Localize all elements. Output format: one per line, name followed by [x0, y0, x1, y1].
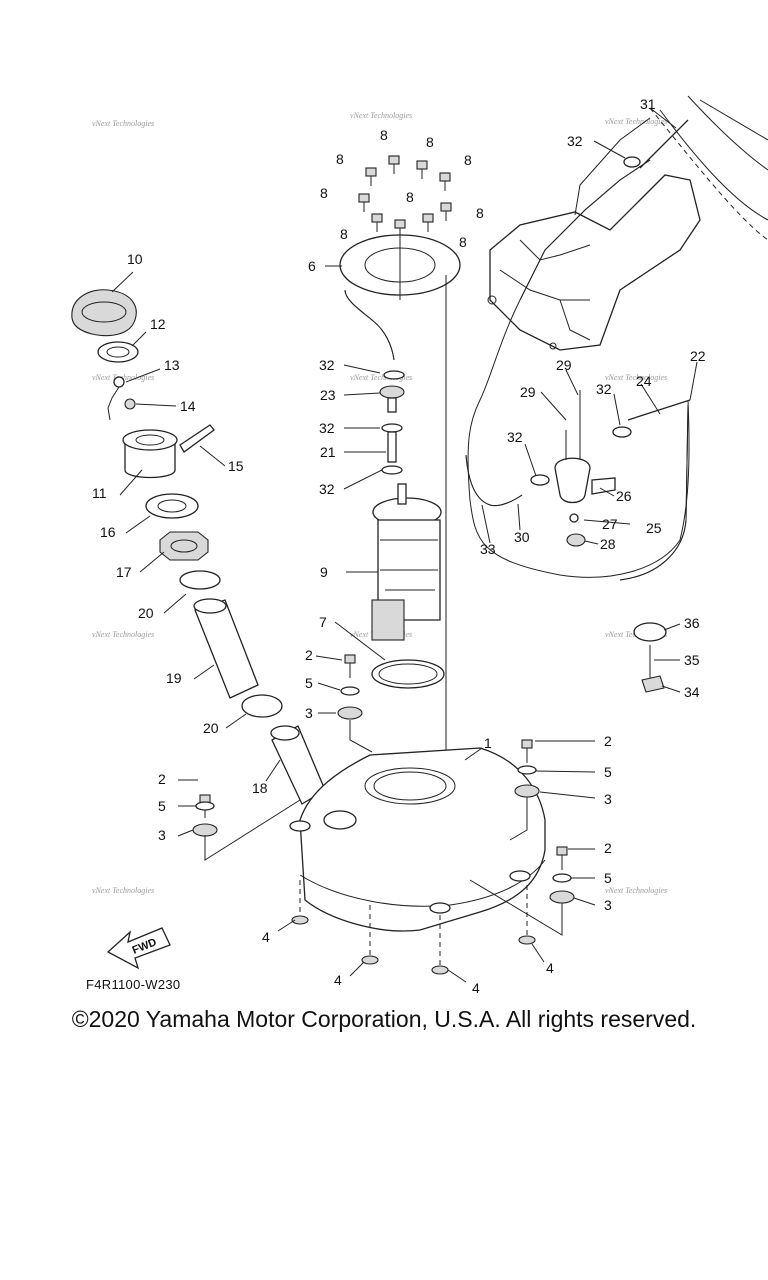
callout-3: 3 — [604, 897, 612, 913]
callout-2: 2 — [604, 840, 612, 856]
callout-32: 32 — [319, 357, 335, 373]
watermark: vNext Technologies — [92, 886, 154, 895]
callout-1: 1 — [484, 735, 492, 751]
fuel-pump-stack — [344, 275, 447, 880]
fuel-cap-assembly — [71, 289, 326, 805]
callout-2: 2 — [604, 733, 612, 749]
callout-33: 33 — [480, 541, 496, 557]
callout-15: 15 — [228, 458, 244, 474]
callout-7: 7 — [319, 614, 327, 630]
callout-14: 14 — [180, 398, 196, 414]
callout-11: 11 — [92, 485, 107, 501]
watermark: vNext Technologies — [92, 373, 154, 382]
callout-32: 32 — [567, 133, 583, 149]
callout-2: 2 — [305, 647, 313, 663]
callout-21: 21 — [320, 444, 336, 460]
callout-32: 32 — [319, 420, 335, 436]
callout-8: 8 — [320, 185, 328, 201]
callout-25: 25 — [646, 520, 662, 536]
fuel-tank — [289, 747, 546, 965]
callout-18: 18 — [252, 780, 268, 796]
callout-2: 2 — [158, 771, 166, 787]
copyright-notice: ©2020 Yamaha Motor Corporation, U.S.A. A… — [71, 1006, 697, 1032]
callout-34: 34 — [684, 684, 700, 700]
callout-3: 3 — [158, 827, 166, 843]
callout-4: 4 — [334, 972, 342, 988]
hull-section — [487, 95, 768, 351]
diagram-code: F4R1100-W230 — [86, 977, 180, 992]
callout-8: 8 — [464, 152, 472, 168]
callout-5: 5 — [158, 798, 166, 814]
callout-29: 29 — [556, 357, 572, 373]
callout-30: 30 — [514, 529, 530, 545]
callout-4: 4 — [472, 980, 480, 996]
callout-8: 8 — [340, 226, 348, 242]
callout-5: 5 — [604, 870, 612, 886]
callout-3: 3 — [604, 791, 612, 807]
watermark: vNext Technologies — [605, 886, 667, 895]
callout-22: 22 — [690, 348, 706, 364]
callout-26: 26 — [616, 488, 632, 504]
callout-12: 12 — [150, 316, 166, 332]
callout-8: 8 — [426, 134, 434, 150]
callout-8: 8 — [476, 205, 484, 221]
callout-16: 16 — [100, 524, 116, 540]
callout-23: 23 — [320, 387, 336, 403]
callout-31: 31 — [640, 96, 656, 112]
callout-20: 20 — [138, 605, 154, 621]
callout-24: 24 — [636, 373, 652, 389]
callout-35: 35 — [684, 652, 700, 668]
callout-36: 36 — [684, 615, 700, 631]
callout-32: 32 — [319, 481, 335, 497]
callout-29: 29 — [520, 384, 536, 400]
watermark: vNext Technologies — [92, 119, 154, 128]
callout-17: 17 — [116, 564, 132, 580]
callout-labels: 1 2 2 2 2 3 3 3 3 4 4 4 4 5 5 5 5 6 7 8 … — [92, 96, 706, 996]
callout-3: 3 — [305, 705, 313, 721]
callout-32: 32 — [596, 381, 612, 397]
callout-27: 27 — [602, 516, 618, 532]
callout-6: 6 — [308, 258, 316, 274]
watermark: vNext Technologies — [350, 373, 412, 382]
leader-lines — [111, 107, 698, 983]
callout-8: 8 — [406, 189, 414, 205]
callout-10: 10 — [127, 251, 143, 267]
callout-13: 13 — [164, 357, 180, 373]
callout-5: 5 — [604, 764, 612, 780]
watermark: vNext Technologies — [350, 111, 412, 120]
watermark: vNext Technologies — [605, 117, 667, 126]
callout-5: 5 — [305, 675, 313, 691]
vent-system — [465, 119, 691, 693]
callout-4: 4 — [546, 960, 554, 976]
callout-28: 28 — [600, 536, 616, 552]
watermark: vNext Technologies — [92, 630, 154, 639]
callout-32: 32 — [507, 429, 523, 445]
mount-hardware — [192, 654, 575, 975]
watermark: vNext Technologies — [605, 373, 667, 382]
callout-8: 8 — [336, 151, 344, 167]
forward-arrow: FWD — [106, 927, 171, 970]
callout-20: 20 — [203, 720, 219, 736]
callout-4: 4 — [262, 929, 270, 945]
bolts-8 — [358, 155, 452, 238]
callout-9: 9 — [320, 564, 328, 580]
callout-8: 8 — [459, 234, 467, 250]
callout-8: 8 — [380, 127, 388, 143]
callout-19: 19 — [166, 670, 182, 686]
